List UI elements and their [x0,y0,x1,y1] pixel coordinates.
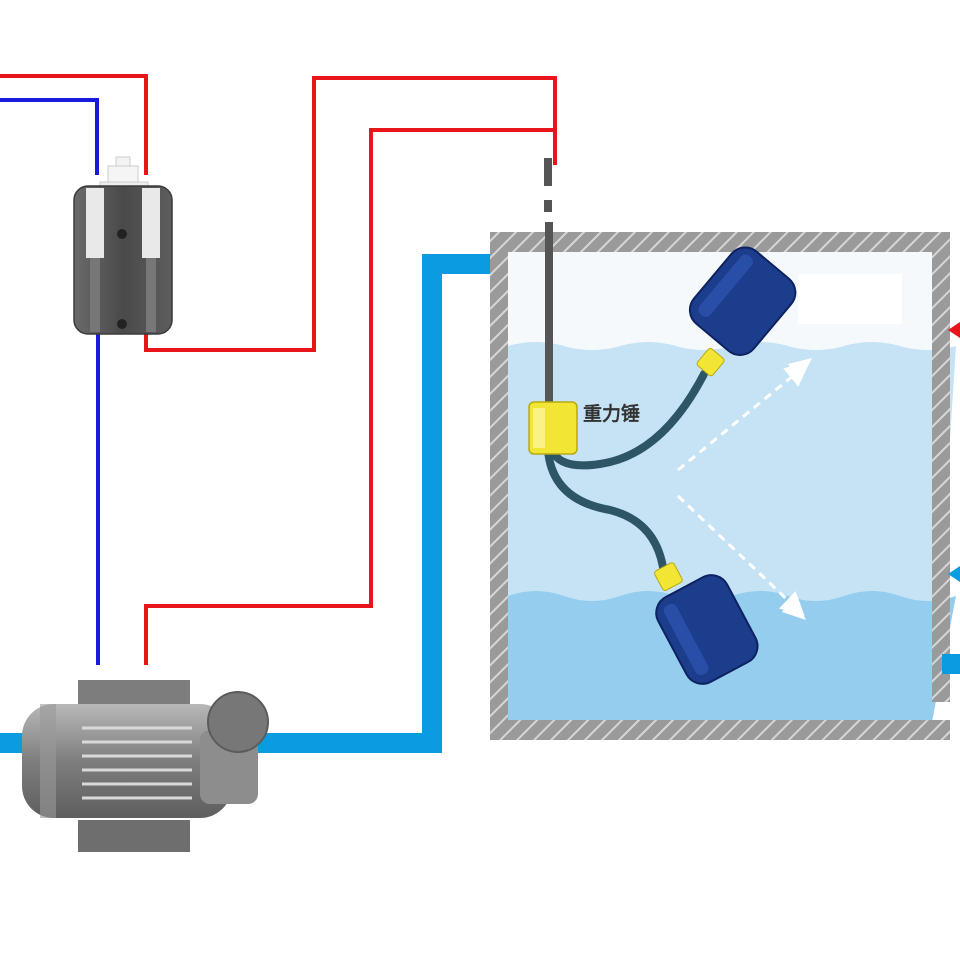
wire-blue-top [0,98,99,175]
water-pump-icon [22,680,269,852]
switch-cable-rod [544,158,553,404]
float-cable-upper [548,370,708,470]
wire-red-pump-to-switch [144,128,555,665]
gravity-weight [528,401,578,455]
right-edge-red-marker [948,322,960,338]
right-edge-blue-marker [948,566,960,582]
wire-red-relay-to-switch [144,76,557,352]
float-cable-lower [544,446,668,578]
float-switch-icon [688,246,797,377]
float-switch-lower [654,562,759,685]
weight-label: 重力锤 [583,402,640,425]
relay-switch-icon [73,156,173,335]
wire-red-top [0,74,148,175]
water-tank [490,232,960,740]
float-motion-arrows [676,358,812,620]
